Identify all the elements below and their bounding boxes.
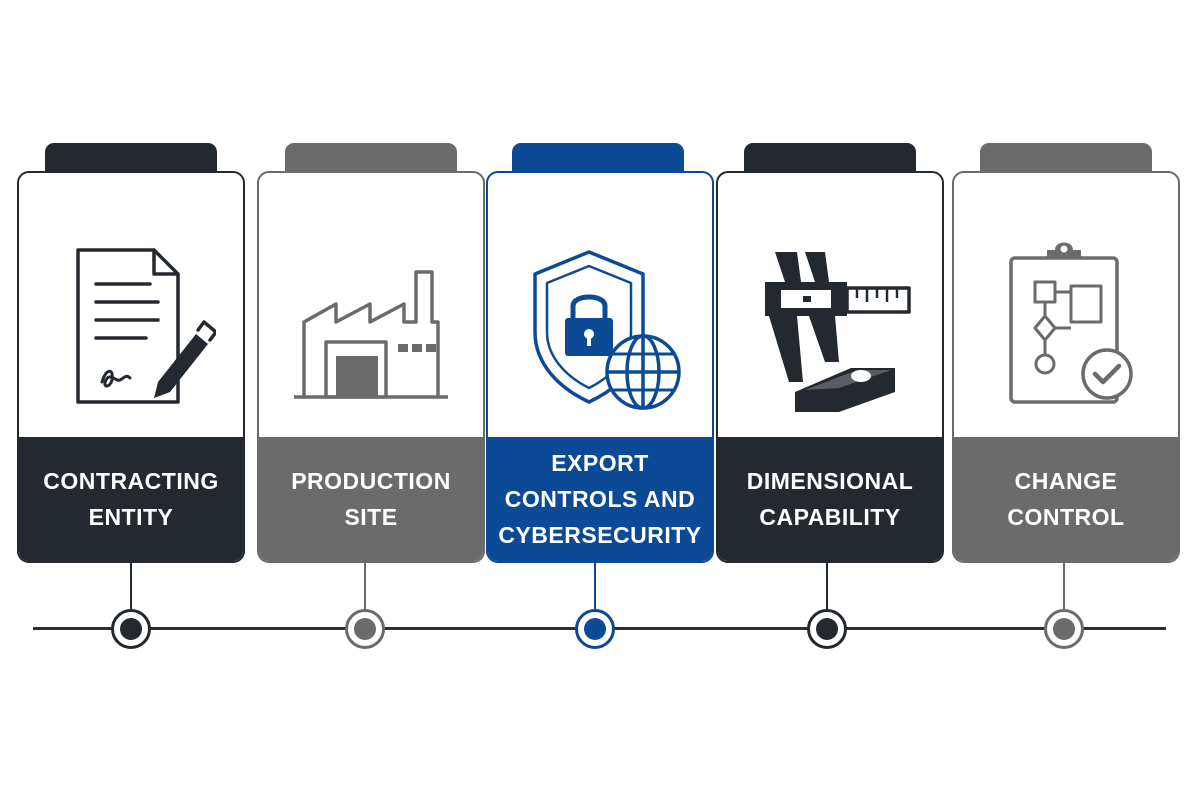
step-3-node bbox=[575, 609, 615, 649]
step-2-label: PRODUCTION SITE bbox=[259, 437, 483, 561]
step-5-label-line-1: CHANGE bbox=[1014, 468, 1118, 494]
step-3-stem bbox=[594, 563, 596, 615]
step-2-label-line-2: SITE bbox=[344, 504, 398, 530]
step-1-card: CONTRACTING ENTITY bbox=[17, 171, 245, 563]
step-3-card: EXPORT CONTROLS AND CYBERSECURITY bbox=[486, 171, 714, 563]
step-1-stem bbox=[130, 563, 132, 615]
step-4-stem bbox=[826, 563, 828, 615]
step-4-card: DIMENSIONAL CAPABILITY bbox=[716, 171, 944, 563]
step-2-stem bbox=[364, 563, 366, 615]
step-5-card: CHANGE CONTROL bbox=[952, 171, 1180, 563]
step-1-label: CONTRACTING ENTITY bbox=[19, 437, 243, 561]
step-3-label-line-1: EXPORT bbox=[551, 450, 649, 476]
step-4-label: DIMENSIONAL CAPABILITY bbox=[718, 437, 942, 561]
step-5-stem bbox=[1063, 563, 1065, 615]
caliper-icon bbox=[765, 252, 911, 412]
step-4-label-line-2: CAPABILITY bbox=[759, 504, 901, 530]
step-2-card: PRODUCTION SITE bbox=[257, 171, 485, 563]
step-1-node bbox=[111, 609, 151, 649]
step-2-label-line-1: PRODUCTION bbox=[291, 468, 451, 494]
factory-icon bbox=[294, 270, 448, 399]
step-4-label-line-1: DIMENSIONAL bbox=[746, 468, 914, 494]
step-3-label-line-2: CONTROLS AND bbox=[504, 486, 696, 512]
step-5-label: CHANGE CONTROL bbox=[954, 437, 1178, 561]
shield-lock-globe-icon bbox=[533, 250, 681, 410]
step-3-label-line-3: CYBERSECURITY bbox=[498, 522, 702, 548]
step-5-label-line-2: CONTROL bbox=[1007, 504, 1125, 530]
step-1-label-line-2: ENTITY bbox=[88, 504, 174, 530]
clipboard-flowchart-check-icon bbox=[1009, 242, 1133, 404]
step-4-node bbox=[807, 609, 847, 649]
step-3-label: EXPORT CONTROLS AND CYBERSECURITY bbox=[488, 437, 712, 561]
signed-contract-icon bbox=[76, 248, 216, 404]
step-1-label-line-1: CONTRACTING bbox=[43, 468, 219, 494]
step-2-node bbox=[345, 609, 385, 649]
step-5-node bbox=[1044, 609, 1084, 649]
